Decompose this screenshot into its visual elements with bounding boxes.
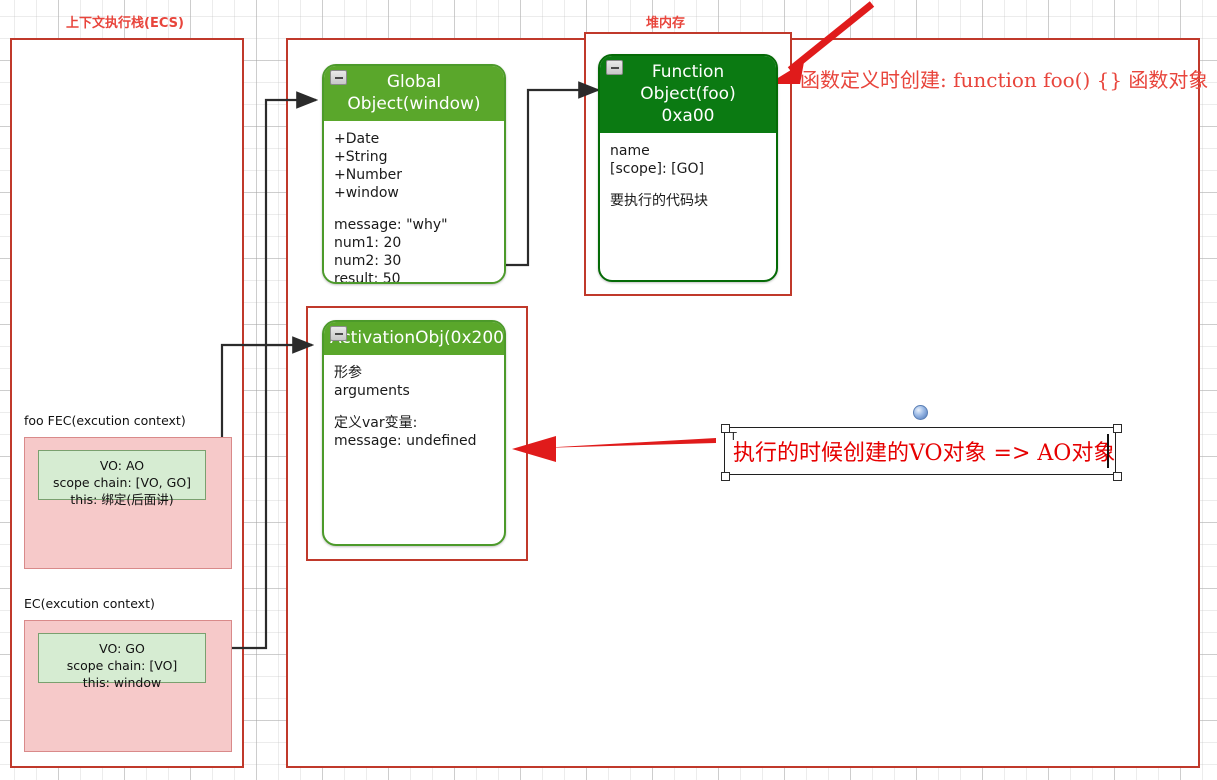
resize-handle-ne[interactable] — [1113, 424, 1122, 433]
collapse-icon[interactable] — [330, 70, 347, 85]
global-object-header: Global Object(window) — [324, 66, 504, 121]
selected-textbox-text: 执行的时候创建的VO对象 => AO对象 — [733, 441, 1116, 466]
function-object-row: [scope]: [GO] — [610, 161, 704, 177]
activation-object-row: 定义var变量: — [334, 415, 418, 431]
function-object-header: Function Object(foo) 0xa00 — [600, 56, 776, 133]
global-object-box[interactable]: Global Object(window) +Date +String +Num… — [322, 64, 506, 284]
global-object-prop: +String — [334, 149, 388, 165]
activation-object-body: 形参 arguments 定义var变量: message: undefined — [324, 355, 504, 460]
function-object-title-line1: Function Object(foo) — [640, 62, 736, 104]
global-object-title: Global Object(window) — [347, 72, 481, 114]
global-object-value: message: "why" — [334, 217, 448, 233]
global-object-prop: +Number — [334, 167, 402, 183]
collapse-icon[interactable] — [606, 60, 623, 75]
resize-handle-se[interactable] — [1113, 472, 1122, 481]
red-arrow-ao-note — [512, 436, 716, 462]
resize-handle-nw[interactable] — [721, 424, 730, 433]
function-created-annotation: 函数定义时创建: function foo() {} 函数对象 — [800, 68, 1209, 92]
function-object-note: 要执行的代码块 — [610, 193, 708, 209]
function-object-box[interactable]: Function Object(foo) 0xa00 name [scope]:… — [598, 54, 778, 282]
textbox-corner-mark: T — [730, 430, 737, 443]
heap-panel-title: 堆内存 — [646, 16, 686, 31]
collapse-icon[interactable] — [330, 326, 347, 341]
foo-fec-vo-box: VO: AO scope chain: [VO, GO] this: 绑定(后面… — [38, 450, 206, 507]
rotate-handle-icon[interactable] — [913, 405, 928, 420]
global-object-prop: +Date — [334, 131, 380, 147]
function-object-title-line2: 0xa00 — [661, 106, 715, 126]
global-object-value: num1: 20 — [334, 235, 402, 251]
activation-object-row: message: undefined — [334, 433, 477, 449]
wire-ec-to-global-object — [202, 91, 319, 650]
global-object-value: num2: 30 — [334, 253, 402, 269]
global-ec-vo: VO: GO — [99, 641, 145, 656]
global-ec-label: EC(excution context) — [24, 596, 155, 611]
activation-object-header: ActivationObj(0x200) — [324, 322, 504, 355]
function-object-row: name — [610, 143, 650, 159]
global-ec-this: this: window — [82, 675, 162, 690]
activation-object-box[interactable]: ActivationObj(0x200) 形参 arguments 定义var变… — [322, 320, 506, 546]
ecs-panel-title: 上下文执行栈(ECS) — [66, 16, 184, 31]
function-object-body: name [scope]: [GO] 要执行的代码块 — [600, 133, 776, 220]
global-ec-vo-box: VO: GO scope chain: [VO] this: window — [38, 633, 206, 690]
global-object-body: +Date +String +Number +window message: "… — [324, 121, 504, 284]
foo-fec-label: foo FEC(excution context) — [24, 413, 186, 428]
activation-object-title: ActivationObj(0x200) — [330, 328, 506, 348]
foo-fec-scope-chain: scope chain: [VO, GO] — [52, 475, 192, 490]
selected-textbox[interactable]: 执行的时候创建的VO对象 => AO对象 — [724, 427, 1116, 475]
activation-object-row: 形参 — [334, 365, 362, 381]
global-ec-scope-chain: scope chain: [VO] — [66, 658, 178, 673]
activation-object-row: arguments — [334, 383, 410, 399]
foo-fec-vo: VO: AO — [99, 458, 145, 473]
resize-handle-sw[interactable] — [721, 472, 730, 481]
text-caret — [1107, 434, 1109, 468]
foo-fec-this: this: 绑定(后面讲) — [70, 492, 174, 507]
global-object-prop: +window — [334, 185, 399, 201]
global-object-value: result: 50 — [334, 271, 401, 284]
